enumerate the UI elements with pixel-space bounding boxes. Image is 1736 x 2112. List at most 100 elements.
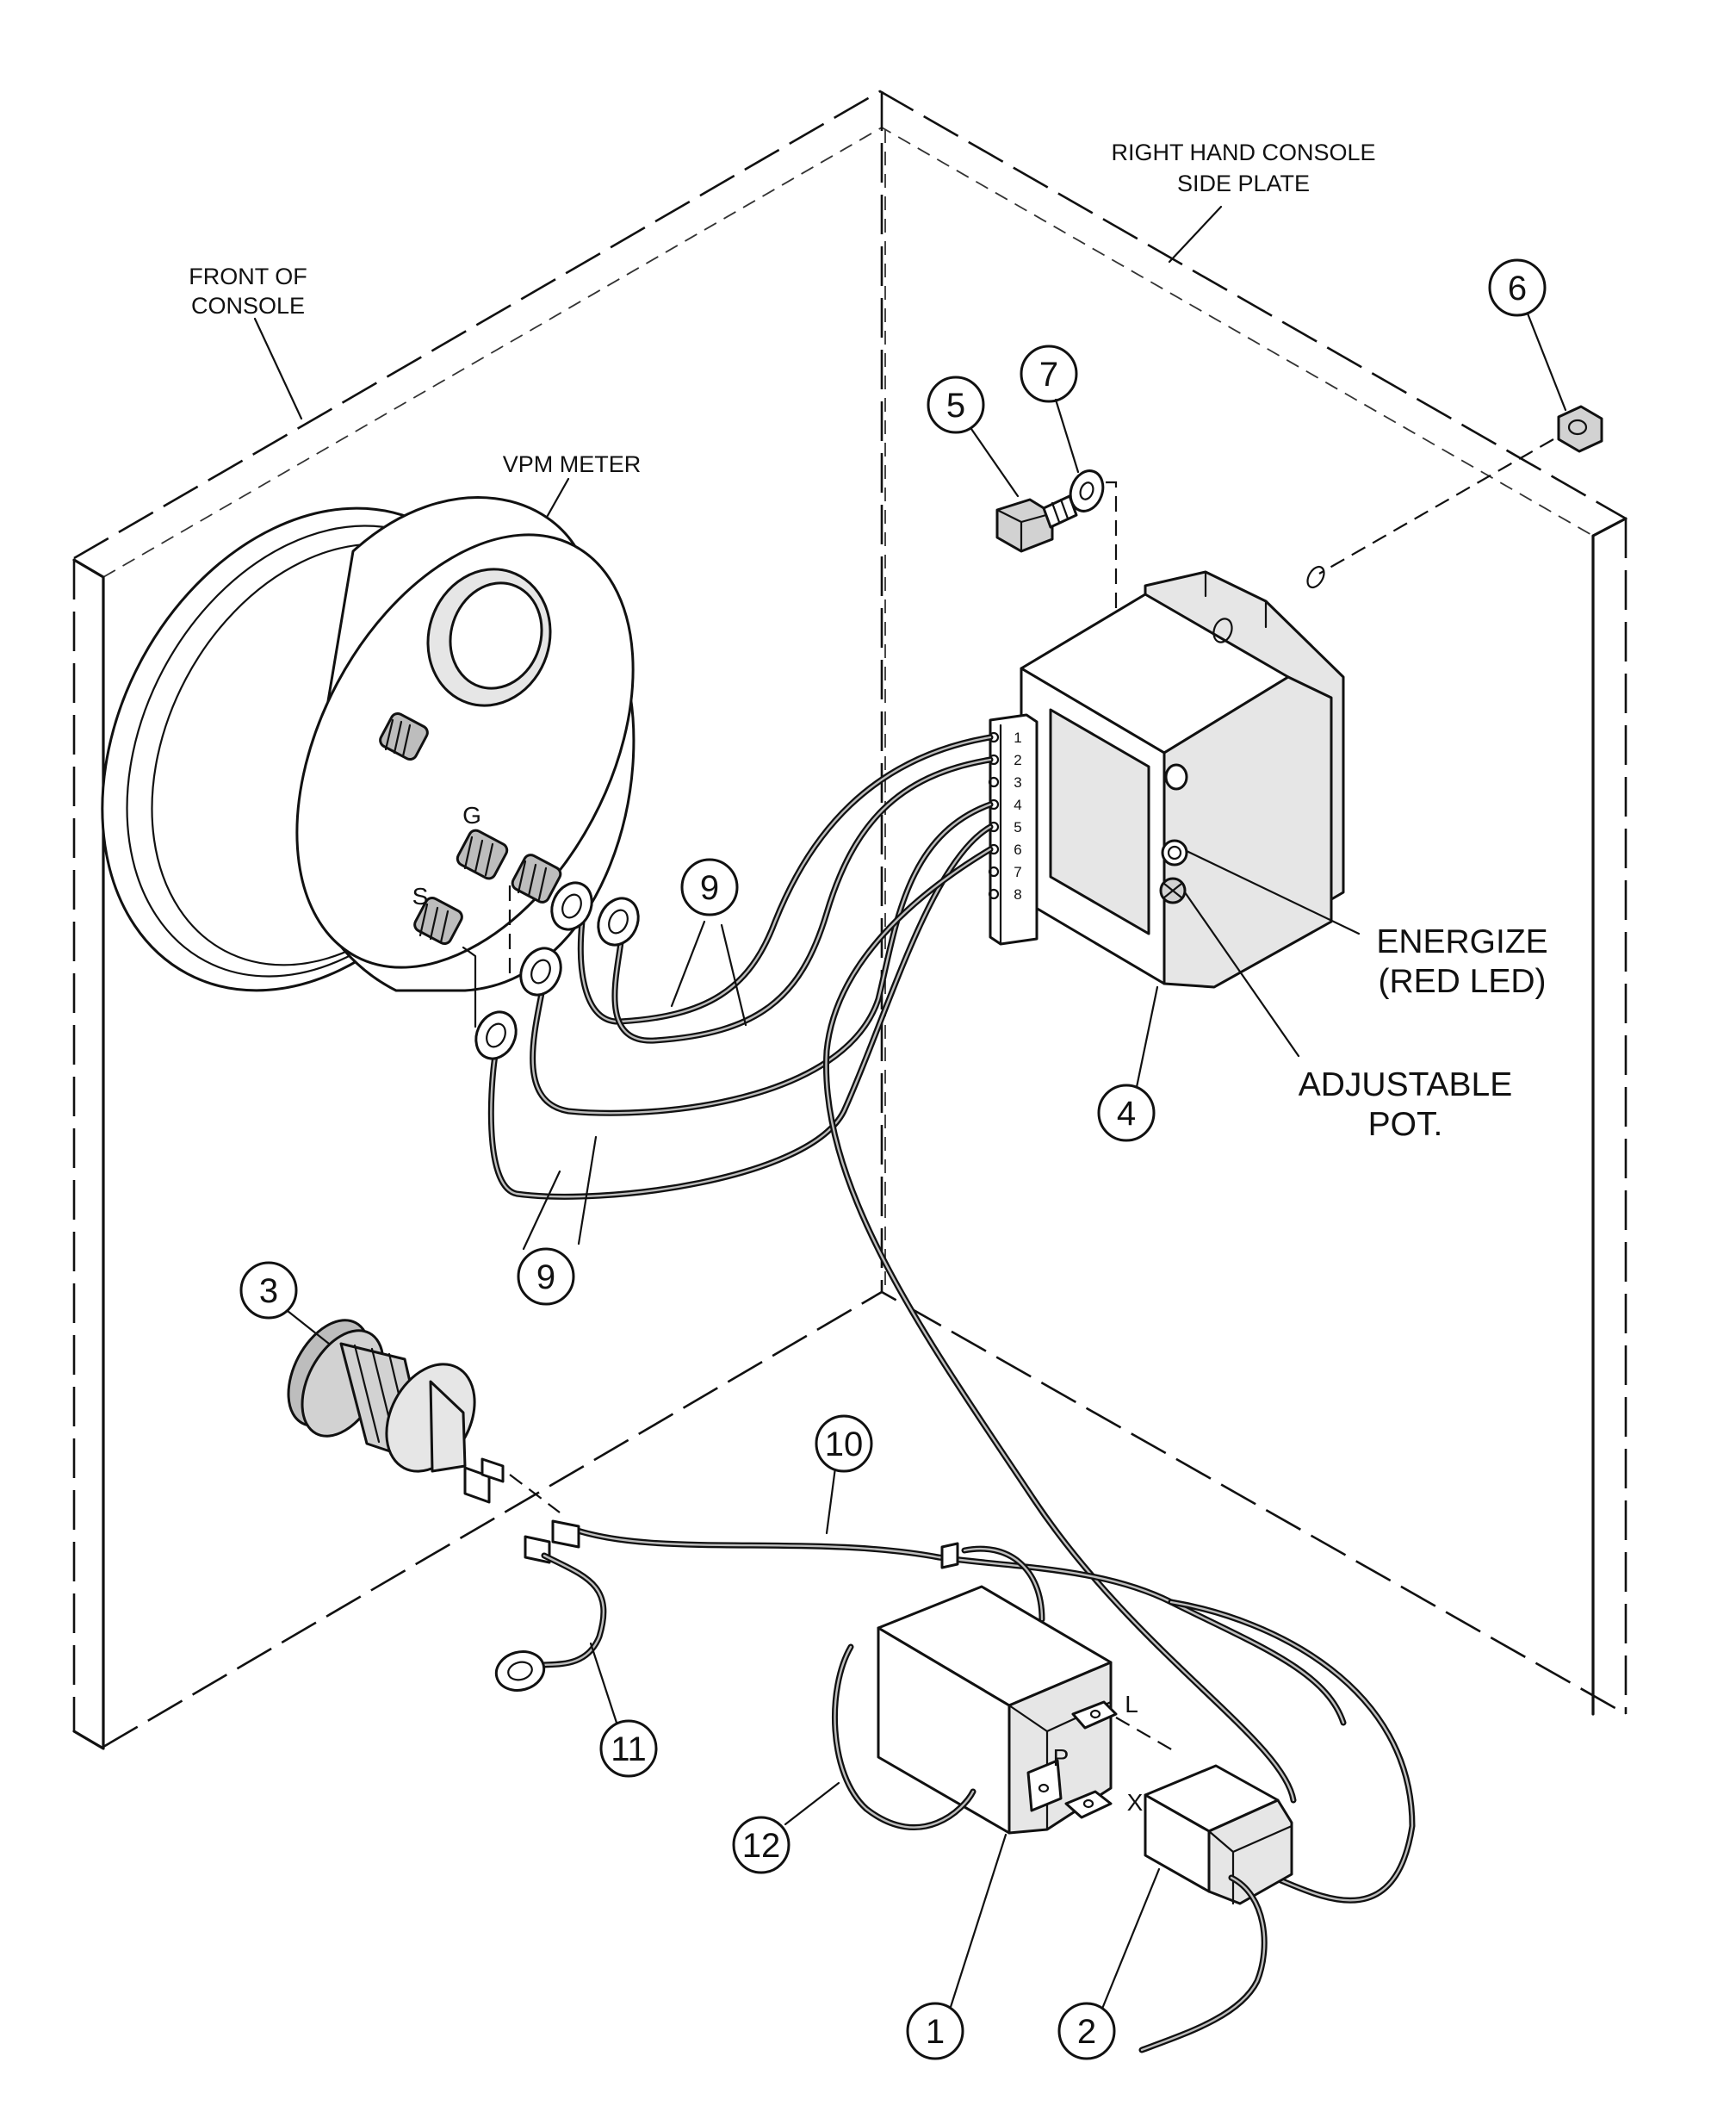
front-of-console-leader <box>253 317 303 420</box>
callout-2-leader <box>1100 1867 1161 2010</box>
harness-10-connector-1 <box>551 1519 580 1549</box>
callout-9b-leader-1 <box>522 1170 561 1251</box>
ring-terminal-4 <box>474 1010 518 1060</box>
meter-terminal-s-label: S <box>412 883 429 910</box>
panel-hole <box>1306 565 1325 589</box>
module-side-hole <box>1164 763 1188 791</box>
callout-6: 6 <box>1488 258 1547 317</box>
callout-9a-leader-2 <box>720 923 747 1027</box>
callout-9a: 9 <box>680 858 739 916</box>
sensor-spade-terminal-2 <box>480 1457 505 1483</box>
front-of-console-label-line-1: FRONT OF <box>189 264 307 289</box>
bolt <box>995 494 1078 553</box>
side-plate-label-line-1: RIGHT HAND CONSOLE <box>1111 140 1375 165</box>
svg-text:2: 2 <box>1077 2013 1096 2051</box>
adjustable-pot-label-line-1: ADJUSTABLE <box>1299 1066 1513 1103</box>
ring-terminal-1 <box>550 881 593 931</box>
callout-4: 4 <box>1097 1084 1156 1142</box>
callout-1-leader <box>949 1833 1008 2009</box>
relay-to-junction-leader <box>1115 1717 1174 1751</box>
side-plate-leader <box>1168 205 1223 264</box>
sensor <box>287 1319 505 1504</box>
callout-5: 5 <box>927 376 985 434</box>
svg-text:4: 4 <box>1117 1095 1136 1133</box>
callout-10: 10 <box>815 1414 873 1473</box>
callout-leaders <box>286 312 1567 1345</box>
relay-terminal-l <box>1071 1700 1118 1730</box>
relay-terminal-p-label: P <box>1053 1744 1070 1771</box>
svg-text:9: 9 <box>700 869 719 907</box>
module-side-face <box>1162 675 1333 989</box>
callout-6-leader <box>1526 312 1567 412</box>
callout-5-leader <box>970 427 1020 498</box>
harness-10-splice <box>940 1542 959 1569</box>
adjustable-pot-label-line-2: POT. <box>1368 1106 1443 1143</box>
callout-11: 11 <box>599 1719 658 1778</box>
console-panels <box>72 90 1628 1750</box>
meter-stud-middle <box>511 854 562 904</box>
terminal-block <box>989 713 1038 946</box>
callout-9a-leader-1 <box>670 920 706 1008</box>
console-top-inner-edge <box>102 126 1594 578</box>
callouts: 1 2 3 4 5 6 7 9 9 10 11 12 <box>239 258 1547 2060</box>
terminal-number-7: 7 <box>1014 864 1021 880</box>
svg-text:3: 3 <box>259 1272 278 1310</box>
energize-label-line-2: (RED LED) <box>1378 963 1546 1000</box>
washer <box>1069 469 1105 512</box>
meter-stud-s <box>413 896 463 946</box>
junction-block <box>1100 1717 1293 2053</box>
svg-text:12: 12 <box>742 1827 781 1865</box>
vpm-meter-label: VPM METER <box>503 451 642 477</box>
relay: L P X <box>784 1585 1144 2009</box>
mounting-hardware <box>995 405 1603 700</box>
console-top-edge <box>73 90 1627 560</box>
callout-11-leader <box>589 1642 618 1724</box>
sensor-assembly <box>287 1319 1416 1904</box>
annotation-labels: FRONT OF CONSOLE RIGHT HAND CONSOLE SIDE… <box>189 140 1547 1143</box>
vpm-meter: G S <box>101 496 636 1028</box>
relay-terminal-x-label: X <box>1127 1789 1144 1816</box>
module-mount-hole <box>1212 618 1233 643</box>
terminal-number-3: 3 <box>1014 774 1021 791</box>
callout-3: 3 <box>239 1261 298 1320</box>
callout-2: 2 <box>1057 2002 1116 2060</box>
sensor-connector-leader <box>509 1474 561 1513</box>
svg-text:7: 7 <box>1039 356 1058 394</box>
nut <box>1557 405 1603 453</box>
energize-label-line-1: ENERGIZE <box>1376 923 1547 960</box>
washer-hole <box>1079 481 1094 500</box>
svg-text:1: 1 <box>926 2013 945 2051</box>
svg-text:10: 10 <box>825 1426 864 1463</box>
terminal-number-8: 8 <box>1014 886 1021 903</box>
front-of-console-label-line-2: CONSOLE <box>191 293 305 319</box>
energize-leader <box>1185 849 1361 935</box>
terminal-number-5: 5 <box>1014 819 1021 835</box>
relay-terminal-x <box>1064 1790 1113 1819</box>
callout-4-leader <box>1135 985 1159 1089</box>
terminal-number-1: 1 <box>1014 730 1021 746</box>
adjustable-pot <box>1159 877 1187 904</box>
terminal-number-6: 6 <box>1014 842 1021 858</box>
terminal-block-numbers: 1 2 3 4 5 6 7 8 <box>1014 730 1021 903</box>
bolt-axis-leader <box>1106 481 1210 700</box>
callout-7-leader <box>1054 398 1080 474</box>
callout-3-leader <box>286 1309 331 1345</box>
console-right-face <box>1591 517 1628 1716</box>
console-bottom-edge <box>102 1290 1627 1749</box>
wire-harness-9 <box>474 734 1297 1804</box>
svg-text:11: 11 <box>611 1730 647 1768</box>
adjustable-pot-leader <box>1183 891 1300 1058</box>
relay-terminal-l-label: L <box>1125 1691 1138 1718</box>
terminal-number-2: 2 <box>1014 752 1021 768</box>
side-plate-label-line-2: SIDE PLATE <box>1177 171 1310 196</box>
callout-12-leader <box>784 1781 840 1826</box>
junction-lead-out <box>1138 1874 1268 2053</box>
nut-axis-leader <box>1318 438 1554 575</box>
meter-stud-top <box>379 711 429 761</box>
energize-led <box>1161 839 1188 867</box>
callout-7: 7 <box>1020 345 1078 403</box>
meter-lamp-socket-inner <box>449 581 543 690</box>
meter-stud-g <box>456 829 509 880</box>
callout-1: 1 <box>906 2002 964 2060</box>
